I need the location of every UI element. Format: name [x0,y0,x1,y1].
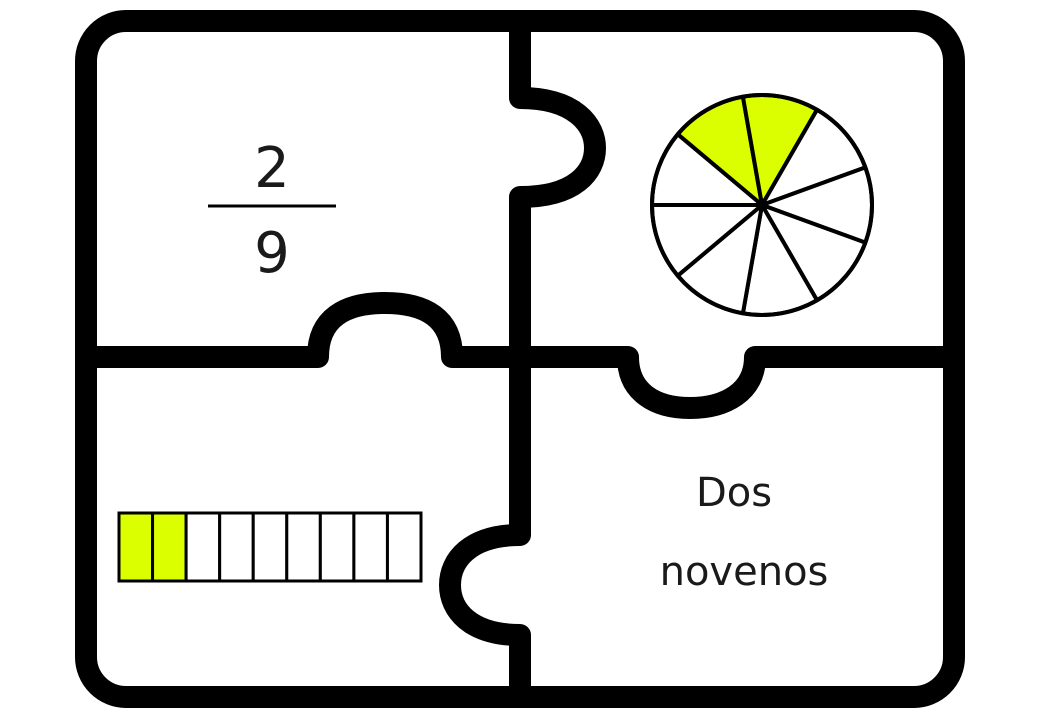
bar-cell [385,511,423,583]
bar-cell-shaded [117,511,155,583]
fraction-numerator: 2 [254,136,290,201]
bar-model [117,511,423,583]
circle-model [650,93,874,317]
bar-cell-shaded [151,511,188,583]
bar-cell [184,511,222,583]
words-line-2: novenos [660,549,829,595]
bar-cell [352,511,389,583]
words-line-1: Dos [696,470,772,516]
bar-cell [318,511,356,583]
circle-outline [650,93,874,317]
fraction-denominator: 9 [254,221,290,286]
words-piece: Dos novenos [660,470,829,595]
horizontal-puzzle-cut [86,292,954,419]
bar-cell [218,511,255,583]
bar-cell [285,511,322,583]
fraction-piece: 2 9 [208,136,336,286]
bar-cell [251,511,289,583]
